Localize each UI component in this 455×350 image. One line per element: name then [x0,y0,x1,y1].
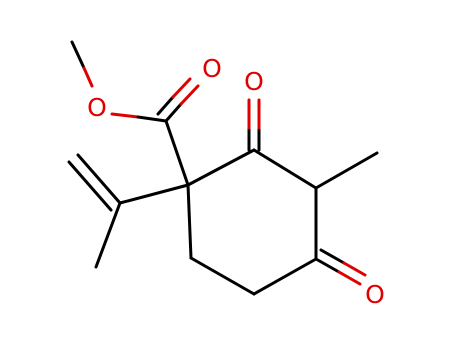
bond-ester-co-a [164,102,183,123]
bond-ester-co-b [156,95,175,116]
bond-vinyl-methyl [94,201,122,269]
bond-methyl-o [70,40,86,70]
bond-ketone2-a [314,257,341,274]
bond-vinyl-ch2-a [76,153,122,205]
bond-ring-4 [252,257,318,296]
bond-ring-6 [186,183,193,260]
bond-ring-methyl [314,151,379,190]
bond-vinyl-ch2-b [67,160,113,212]
atom-o-ketone-top: O [244,67,264,96]
bond-quat-vinyl [118,183,190,205]
atom-o-ester-double: O [202,54,222,83]
bond-ketone2-a-red [337,270,362,286]
bond-o-ester-c [136,115,168,123]
atom-o-ester-single: O [87,93,107,122]
bond-ketone2-b [319,248,346,265]
bond-ring-1 [186,148,256,187]
bond-methyl-o-red [82,66,94,88]
bond-ring-2 [252,148,318,190]
bond-ring-5 [189,256,256,296]
bond-ester-co-b-red [171,77,192,99]
bond-ester-co-a-red [179,84,200,106]
bond-o-ester-c-red [110,112,140,119]
bond-ester-quat [164,119,190,187]
bond-ketone2-b-red [342,261,367,277]
atom-o-ketone-bottom: O [365,280,385,309]
